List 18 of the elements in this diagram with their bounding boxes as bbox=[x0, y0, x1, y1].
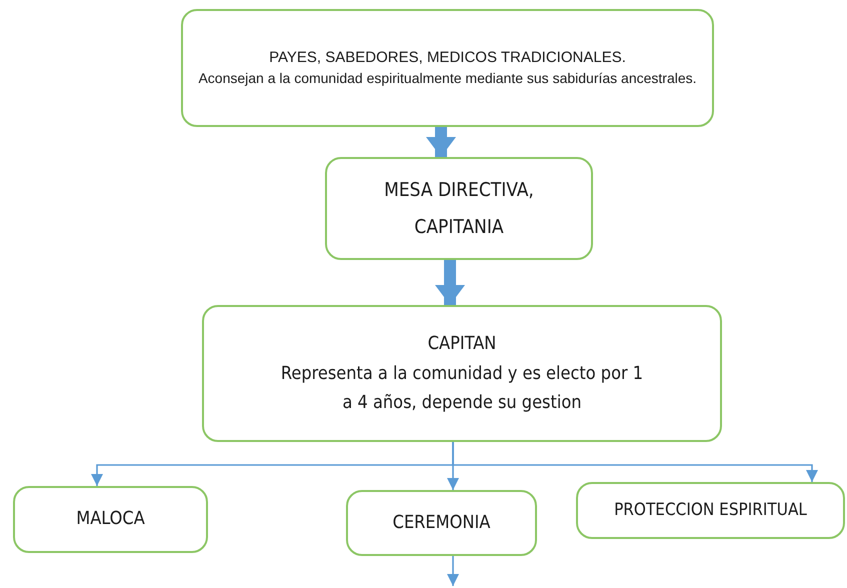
node-heading: PROTECCION ESPIRITUAL bbox=[614, 499, 807, 522]
arrow bbox=[452, 442, 818, 482]
node-heading: MESA DIRECTIVA, CAPITANIA bbox=[383, 178, 535, 240]
node-heading: CEREMONIA bbox=[392, 510, 490, 535]
node-description: Aconsejan a la comunidad espiritualmente mediante sus sabidurías ancestrales. bbox=[198, 68, 697, 88]
node-heading: MALOCA bbox=[76, 507, 145, 532]
block-arrow bbox=[426, 127, 456, 157]
process-box bbox=[13, 486, 208, 553]
node-heading: PAYES, SABEDORES, MEDICOS TRADICIONALES. bbox=[269, 48, 626, 68]
arrow bbox=[447, 556, 459, 586]
process-box bbox=[576, 482, 845, 539]
node-description: Representa a la comunidad y es electo por 1 a 4 años, depende su gestion bbox=[280, 362, 644, 416]
block-arrow bbox=[435, 260, 465, 305]
process-box bbox=[202, 305, 722, 442]
process-box bbox=[325, 157, 593, 260]
process-box bbox=[346, 490, 537, 556]
node-heading: CAPITAN bbox=[428, 332, 496, 356]
process-box bbox=[181, 9, 714, 127]
